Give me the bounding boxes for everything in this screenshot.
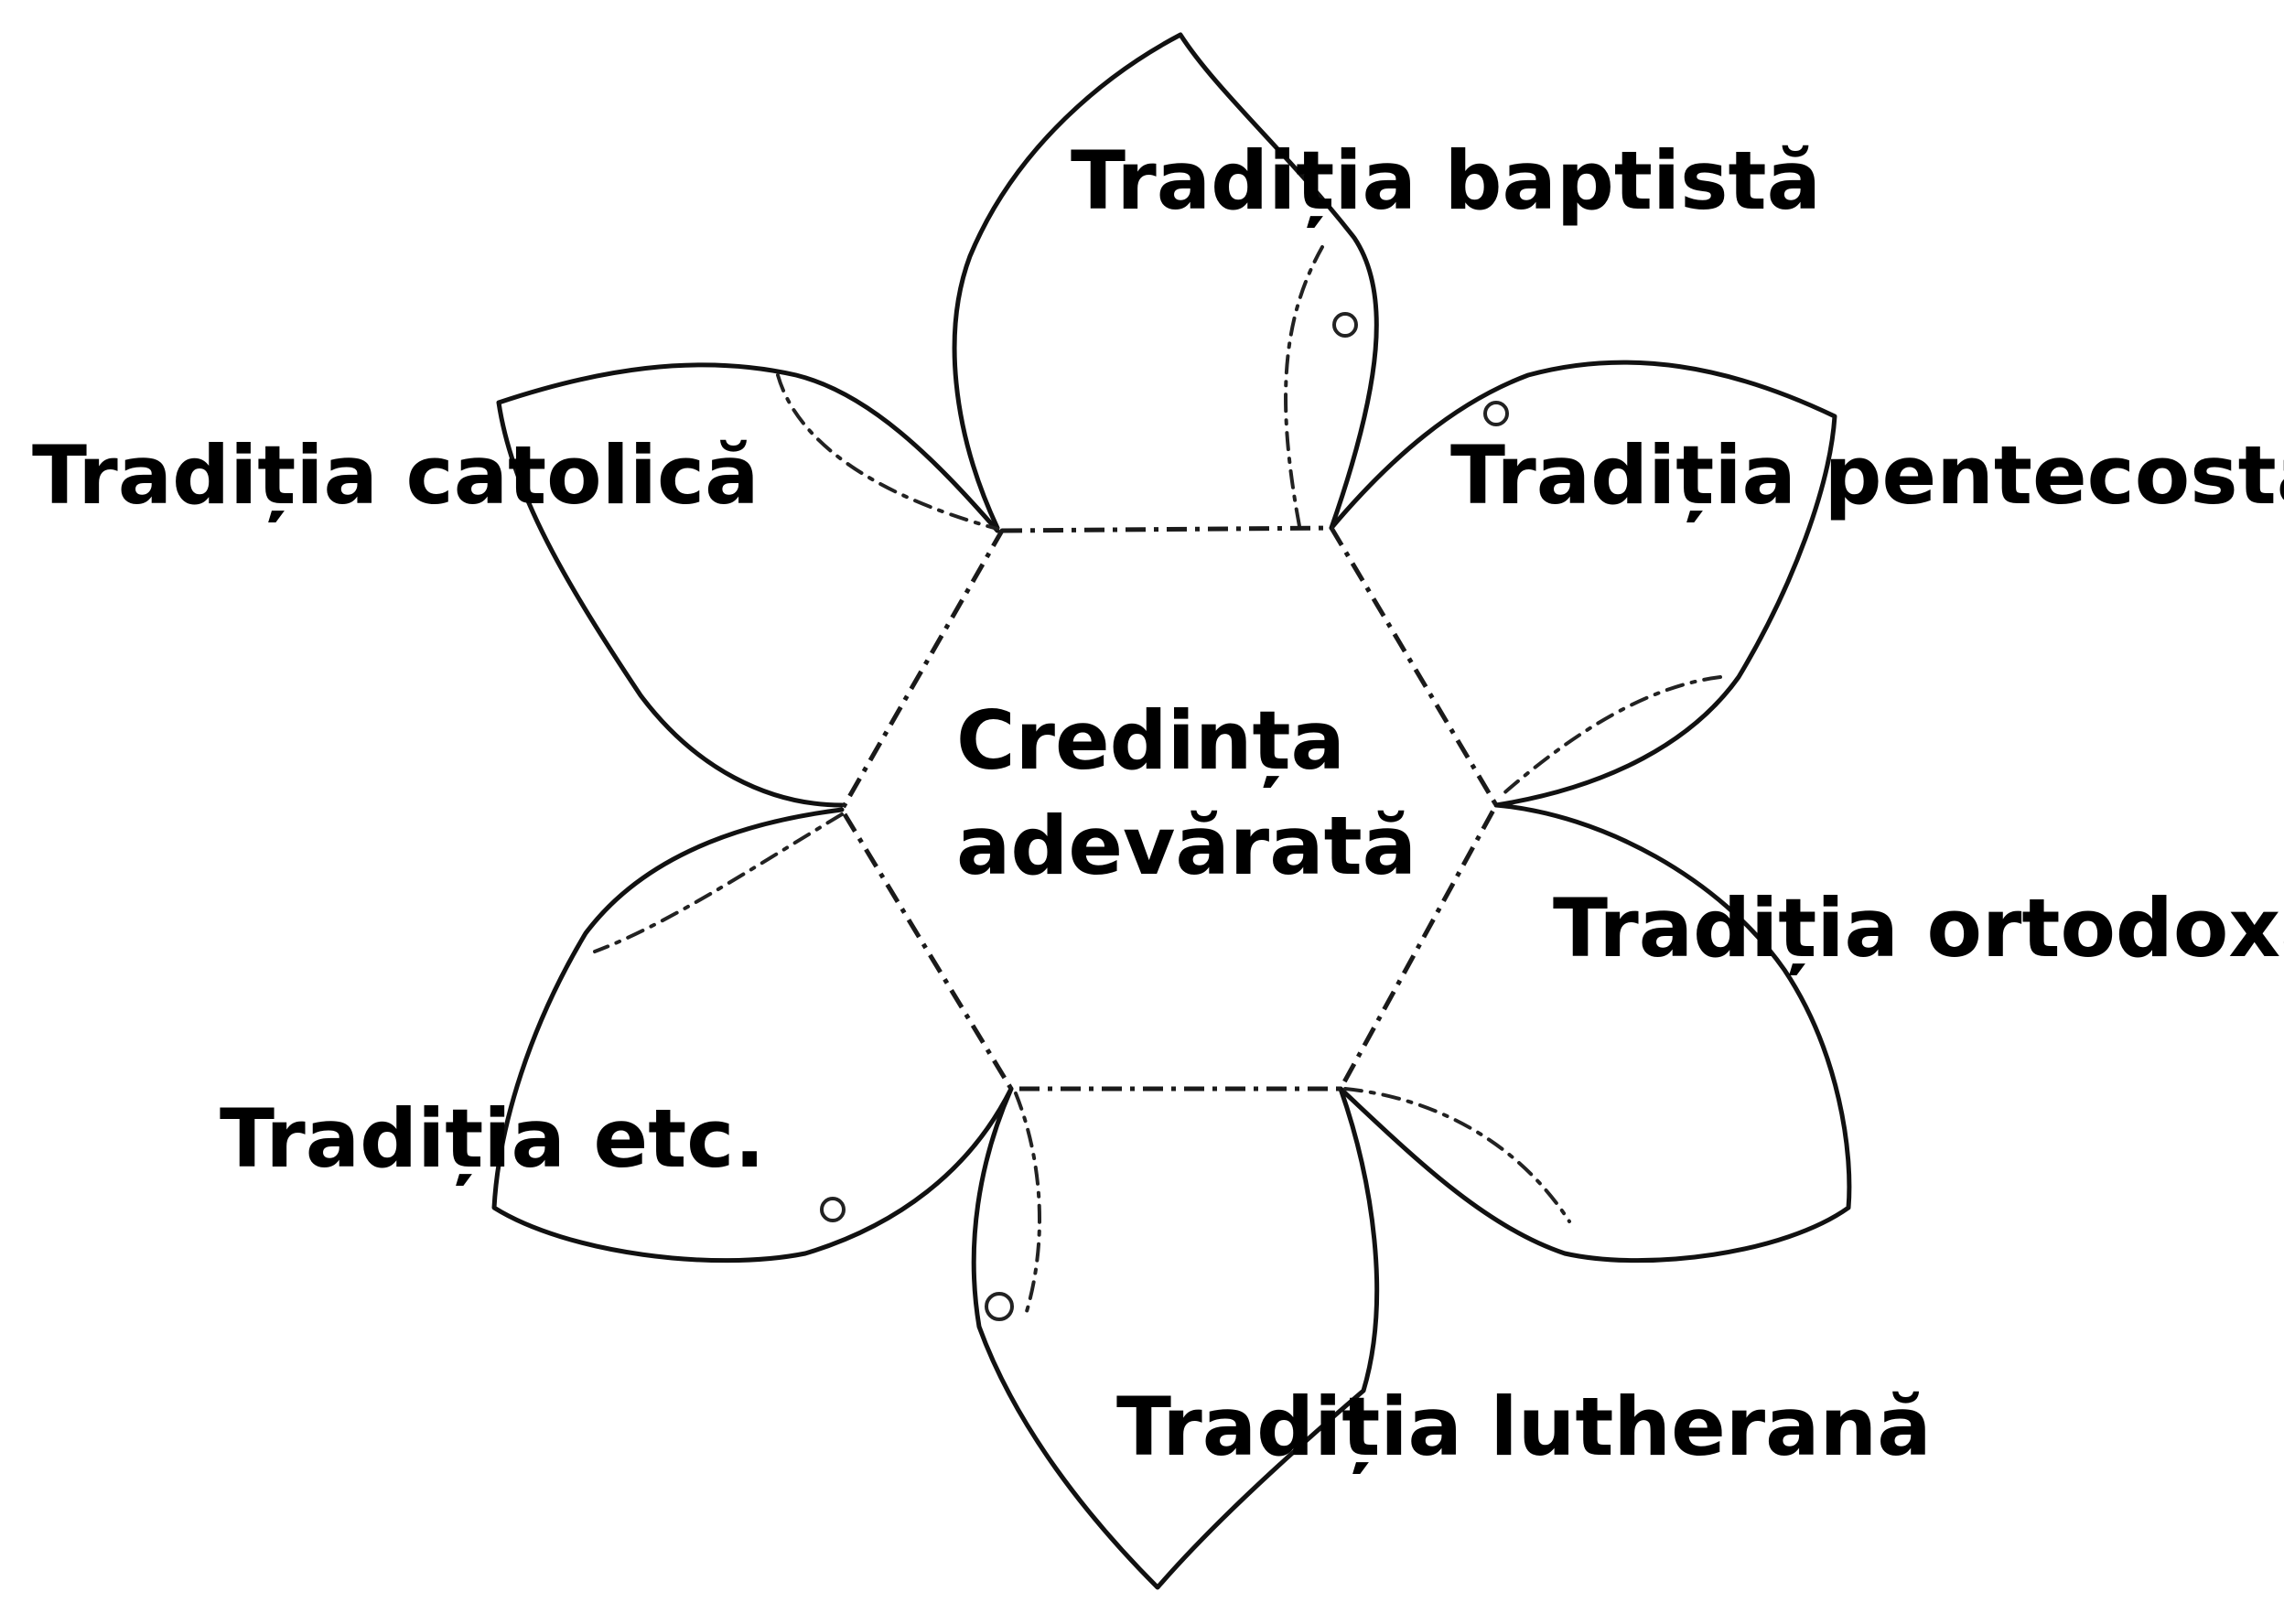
label-upper-left-petal: Tradiția catolică <box>32 428 760 522</box>
center-label-line2: adevărată <box>956 799 1417 893</box>
petal-upper-left <box>496 362 1000 808</box>
label-upper-right-petal: Tradiția pentecostală <box>1450 428 2284 522</box>
label-lower-left-petal: Tradiția etc. <box>220 1092 765 1186</box>
petal-top <box>952 32 1379 531</box>
center-label-line1: Credința <box>956 694 1345 788</box>
label-top-petal: Tradiția baptistă <box>1071 134 1821 228</box>
petal-lower-right <box>1338 802 1852 1264</box>
petal-upper-right <box>1329 360 1837 808</box>
petal-bottom <box>971 1086 1380 1590</box>
petal-lower-left <box>491 807 1014 1264</box>
label-bottom-petal: Tradiția lutherană <box>1116 1380 1932 1474</box>
label-lower-right-petal: Tradiția ortodoxă <box>1553 881 2284 975</box>
center-hexagon <box>839 525 1499 1092</box>
